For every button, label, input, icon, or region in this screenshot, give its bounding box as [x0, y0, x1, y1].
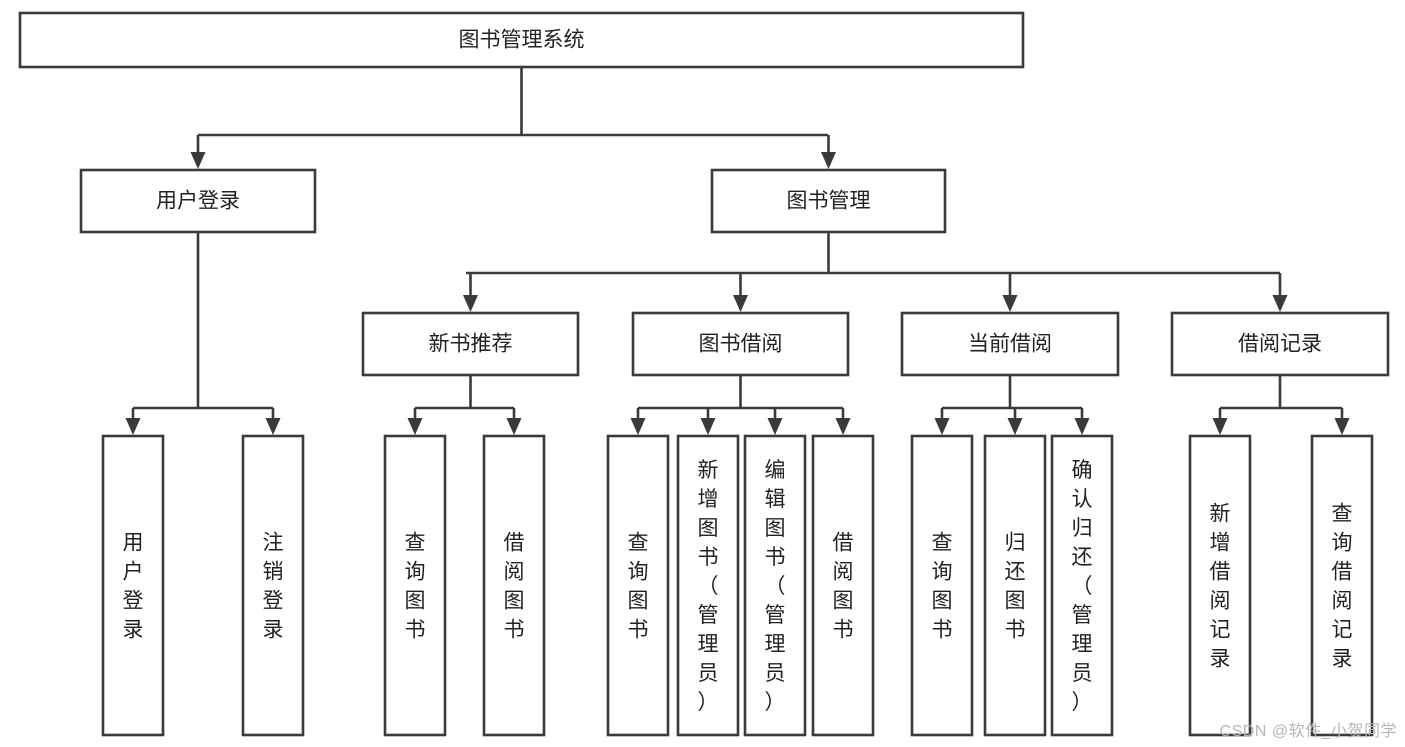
arrow-down-icon-book-management — [821, 152, 836, 169]
arrow-down-icon-leaf-add-book-admin — [700, 418, 716, 435]
arrow-down-icon-leaf-borrow-book-recommend — [506, 418, 522, 435]
leaf-node-leaf-logout[interactable]: 注销登录 — [241, 434, 305, 737]
node-borrow-record[interactable]: 借阅记录 — [1170, 311, 1390, 377]
node-root[interactable]: 图书管理系统 — [18, 11, 1025, 69]
leaf-node-leaf-add-borrow-record[interactable]: 新增借阅记录 — [1188, 434, 1252, 737]
arrow-down-icon-leaf-return-book — [1007, 418, 1023, 435]
node-box-book-borrow — [631, 311, 850, 377]
node-label-leaf-borrow-book-recommend: 借阅图书 — [504, 532, 525, 642]
node-label-book-management: 图书管理 — [787, 190, 871, 213]
node-current-borrow[interactable]: 当前借阅 — [900, 311, 1120, 377]
node-label-book-borrow: 图书借阅 — [699, 333, 783, 356]
node-label-borrow-record: 借阅记录 — [1238, 333, 1322, 356]
arrow-down-icon-borrow-record — [1272, 295, 1288, 312]
leaf-node-leaf-borrow-book-recommend[interactable]: 借阅图书 — [482, 434, 546, 737]
leaf-node-leaf-return-book[interactable]: 归还图书 — [983, 434, 1047, 737]
node-box-new-book-recommend — [361, 311, 580, 377]
node-book-borrow[interactable]: 图书借阅 — [631, 311, 850, 377]
arrow-down-icon-book-borrow — [733, 295, 748, 312]
node-box-leaf-query-book-recommend — [383, 434, 447, 737]
nodes-layer: 图书管理系统用户登录图书管理新书推荐图书借阅当前借阅借阅记录用户登录注销登录查询… — [18, 11, 1390, 737]
node-label-new-book-recommend: 新书推荐 — [429, 333, 513, 356]
node-label-leaf-query-borrow-record: 查询借阅记录 — [1332, 503, 1353, 671]
node-label-current-borrow: 当前借阅 — [968, 333, 1052, 356]
node-label-leaf-return-book: 归还图书 — [1005, 532, 1026, 642]
arrow-down-icon-leaf-edit-book-admin — [767, 418, 783, 435]
node-label-leaf-edit-book-admin: 编辑图书（管理员） — [765, 459, 786, 714]
node-box-leaf-return-book — [983, 434, 1047, 737]
connectors-layer — [125, 67, 1350, 435]
leaf-node-leaf-confirm-return-admin[interactable]: 确认归还（管理员） — [1050, 434, 1114, 737]
arrow-down-icon-leaf-query-book-borrow — [630, 418, 646, 435]
node-box-leaf-query-book-borrow — [606, 434, 670, 737]
node-label-leaf-query-book-current: 查询图书 — [932, 532, 953, 642]
node-label-leaf-query-book-borrow: 查询图书 — [628, 532, 649, 642]
node-box-leaf-add-book-admin — [676, 434, 740, 737]
node-box-book-management — [710, 168, 947, 234]
node-box-leaf-logout — [241, 434, 305, 737]
arrow-down-icon-leaf-borrow-book — [835, 418, 851, 435]
arrow-down-icon-new-book-recommend — [463, 295, 478, 312]
node-new-book-recommend[interactable]: 新书推荐 — [361, 311, 580, 377]
node-box-leaf-query-borrow-record — [1310, 434, 1374, 737]
node-user-login[interactable]: 用户登录 — [79, 168, 317, 234]
arrow-down-icon-user-login — [190, 152, 206, 169]
node-label-leaf-borrow-book: 借阅图书 — [833, 532, 854, 642]
node-box-leaf-edit-book-admin — [743, 434, 807, 737]
node-label-leaf-confirm-return-admin: 确认归还（管理员） — [1072, 459, 1093, 714]
arrow-down-icon-leaf-user-login — [125, 418, 141, 435]
node-box-leaf-borrow-book-recommend — [482, 434, 546, 737]
node-label-user-login: 用户登录 — [156, 190, 240, 213]
node-label-leaf-logout: 注销登录 — [263, 532, 284, 642]
node-box-leaf-borrow-book — [811, 434, 875, 737]
node-label-leaf-add-book-admin: 新增图书（管理员） — [698, 459, 719, 714]
arrow-down-icon-leaf-query-borrow-record — [1334, 418, 1350, 435]
node-box-root — [18, 11, 1025, 69]
node-box-leaf-add-borrow-record — [1188, 434, 1252, 737]
leaf-node-leaf-query-book-borrow[interactable]: 查询图书 — [606, 434, 670, 737]
csdn-watermark: CSDN @软件_小贺同学 — [1219, 723, 1397, 740]
node-box-current-borrow — [900, 311, 1120, 377]
node-box-leaf-query-book-current — [910, 434, 974, 737]
arrow-down-icon-leaf-confirm-return-admin — [1074, 418, 1090, 435]
leaf-node-leaf-borrow-book[interactable]: 借阅图书 — [811, 434, 875, 737]
node-label-leaf-add-borrow-record: 新增借阅记录 — [1210, 503, 1231, 671]
node-box-leaf-user-login — [101, 434, 165, 737]
leaf-node-leaf-query-borrow-record[interactable]: 查询借阅记录 — [1310, 434, 1374, 737]
arrow-down-icon-leaf-logout — [265, 418, 281, 435]
node-box-user-login — [79, 168, 317, 234]
arrow-down-icon-leaf-add-borrow-record — [1212, 418, 1228, 435]
node-label-leaf-query-book-recommend: 查询图书 — [405, 532, 426, 642]
node-box-borrow-record — [1170, 311, 1390, 377]
leaf-node-leaf-add-book-admin[interactable]: 新增图书（管理员） — [676, 434, 740, 737]
node-label-leaf-user-login: 用户登录 — [123, 532, 144, 642]
leaf-node-leaf-query-book-recommend[interactable]: 查询图书 — [383, 434, 447, 737]
arrow-down-icon-current-borrow — [1002, 295, 1018, 312]
arrow-down-icon-leaf-query-book-recommend — [407, 418, 423, 435]
leaf-node-leaf-edit-book-admin[interactable]: 编辑图书（管理员） — [743, 434, 807, 737]
node-label-root: 图书管理系统 — [459, 29, 585, 52]
arrow-down-icon-leaf-query-book-current — [934, 418, 950, 435]
node-box-leaf-confirm-return-admin — [1050, 434, 1114, 737]
node-book-management[interactable]: 图书管理 — [710, 168, 947, 234]
leaf-node-leaf-user-login[interactable]: 用户登录 — [101, 434, 165, 737]
leaf-node-leaf-query-book-current[interactable]: 查询图书 — [910, 434, 974, 737]
